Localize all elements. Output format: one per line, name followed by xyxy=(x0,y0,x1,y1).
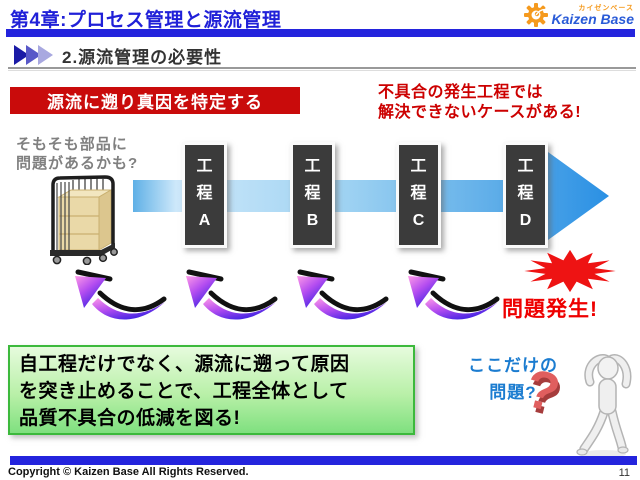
gear-icon xyxy=(523,3,548,27)
starburst-icon xyxy=(524,249,616,293)
chevron-arrows-icon xyxy=(14,45,53,65)
process-b-char2: 程 xyxy=(304,185,321,202)
process-b-char1: 工 xyxy=(304,158,321,175)
summary-line2: を突き止めることで、工程全体として xyxy=(19,381,349,402)
process-box-c: 工 程 C xyxy=(396,142,441,248)
summary-line3: 品質不具合の低減を図る! xyxy=(19,408,241,429)
process-box-a: 工 程 A xyxy=(182,142,227,248)
person-illustration xyxy=(576,354,632,458)
back-arrow-icon xyxy=(297,269,389,320)
footer-divider-bar xyxy=(10,456,637,465)
warning-line2: 解決できないケースがある! xyxy=(378,104,582,121)
section-title: 2.源流管理の必要性 xyxy=(62,48,223,67)
process-c-char3: C xyxy=(412,212,425,229)
process-d-char3: D xyxy=(519,212,532,229)
brand-name: Kaizen Base xyxy=(551,10,634,27)
brand-kana: カイゼンベース xyxy=(578,4,634,12)
page-number: 11 xyxy=(618,467,630,479)
process-d-char1: 工 xyxy=(517,158,534,175)
parts-question-line1: そもそも部品に xyxy=(16,136,128,153)
back-arrow-icon xyxy=(408,269,500,320)
cart-illustration xyxy=(50,175,118,265)
warning-line1: 不具合の発生工程では xyxy=(378,84,544,101)
summary-line1: 自工程だけでなく、源流に遡って原因 xyxy=(19,354,350,375)
process-box-d: 工 程 D xyxy=(503,142,548,248)
page-title: 第4章:プロセス管理と源流管理 xyxy=(10,10,282,31)
local-question-line2: 問題? xyxy=(489,383,537,402)
section-divider xyxy=(8,67,636,71)
back-arrow-icon xyxy=(186,269,278,320)
header-divider-bar xyxy=(6,29,635,37)
process-d-char2: 程 xyxy=(517,185,534,202)
back-arrow-icon xyxy=(75,269,167,320)
process-c-char1: 工 xyxy=(410,158,427,175)
process-a-char1: 工 xyxy=(196,158,213,175)
process-b-char3: B xyxy=(306,212,319,229)
local-question-line1: ここだけの xyxy=(468,356,558,375)
process-a-char2: 程 xyxy=(196,185,213,202)
copyright-text: Copyright © Kaizen Base All Rights Reser… xyxy=(8,466,249,478)
local-question-text: ここだけの 問題? xyxy=(448,352,578,406)
warning-text: 不具合の発生工程では 解決できないケースがある! xyxy=(378,83,581,123)
parts-question-line2: 問題があるかも? xyxy=(16,155,139,172)
summary-box: 自工程だけでなく、源流に遡って原因 を突き止めることで、工程全体として 品質不具… xyxy=(8,345,415,435)
brand-logo: カイゼンベース Kaizen Base xyxy=(523,2,634,28)
process-c-char2: 程 xyxy=(410,185,427,202)
problem-occurred-text: 問題発生! xyxy=(502,298,598,321)
parts-question-text: そもそも部品に 問題があるかも? xyxy=(16,135,138,173)
flow-arrow xyxy=(133,152,609,240)
process-a-char3: A xyxy=(198,212,211,229)
red-banner: 源流に遡り真因を特定する xyxy=(10,87,300,114)
process-box-b: 工 程 B xyxy=(290,142,335,248)
